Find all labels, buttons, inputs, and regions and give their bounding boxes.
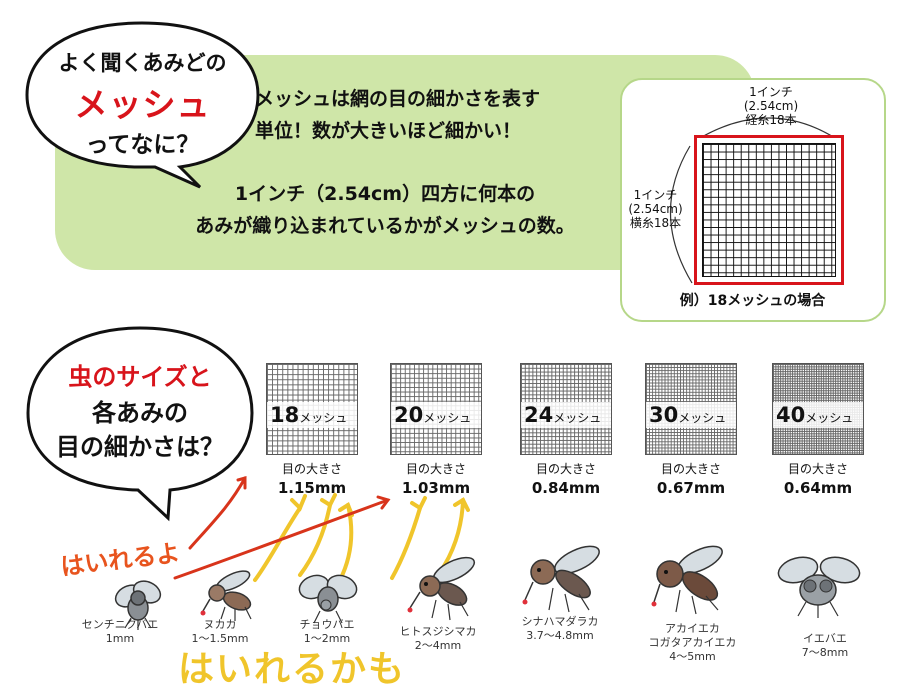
speech-bubble-middle — [26, 326, 254, 522]
example-brace-arcs — [669, 117, 836, 284]
bubble-mid-line2: 各あみの — [92, 399, 188, 427]
example-left-label: 1インチ (2.54cm) 横糸18本 — [628, 188, 683, 230]
bubble-top-title: メッシュ — [74, 85, 211, 124]
intro-text: メッシュは網の目の細かさを表す 単位！数が大きいほど細かい！ — [255, 83, 635, 147]
fly-icon — [114, 580, 162, 630]
example-caption: 例）18メッシュの場合 — [679, 293, 826, 309]
insect-label-shinahamadaraka: シナハマダラカ 3.7〜4.8mm — [521, 615, 599, 642]
mesh-sample-20: 20メッシュ — [390, 363, 482, 455]
biting-midge-icon — [200, 570, 252, 621]
example-top-label: 1インチ (2.54cm) 経糸18本 — [743, 85, 799, 127]
culex-mosquito-icon — [651, 545, 723, 615]
bubble-mid-line1: 虫のサイズと — [68, 363, 212, 391]
insect-label-iebae: イエバエ 7〜8mm — [801, 632, 849, 659]
bubble-top-line3: ってなに？ — [85, 132, 200, 158]
intro-line2: 単位！数が大きいほど細かい！ — [255, 120, 522, 142]
moth-fly-icon — [298, 574, 358, 624]
insect-label-senchinikubae: センチニクバエ 1mm — [81, 618, 159, 645]
mesh-18-size: 1.15mm — [277, 479, 347, 497]
mesh-20-caption: 目の大きさ — [405, 462, 466, 476]
bubble-mid-line3: 目の細かさは？ — [56, 433, 224, 461]
annotation-may-fit: はいれるかも — [178, 649, 407, 690]
mesh-24-size: 0.84mm — [531, 479, 601, 497]
insect-label-nukaka: ヌカカ 1〜1.5mm — [191, 618, 249, 645]
intro-line1: メッシュは網の目の細かさを表す — [255, 88, 541, 110]
desc-line2: あみが織り込まれているかがメッシュの数。 — [195, 215, 575, 237]
insect-label-akaieka: アカイエカ コガタアカイエカ 4〜5mm — [648, 622, 737, 663]
tiger-mosquito-icon — [407, 556, 476, 621]
mesh-24-caption: 目の大きさ — [535, 462, 596, 476]
mesh-30-caption: 目の大きさ — [660, 462, 721, 476]
speech-bubble-top — [25, 21, 260, 189]
mesh-sample-40: 40メッシュ — [772, 363, 864, 455]
mesh-sample-24: 24メッシュ — [520, 363, 612, 455]
bubble-top-line1: よく聞くあみどの — [58, 51, 227, 75]
mesh-20-size: 1.03mm — [401, 479, 471, 497]
desc-line1: 1インチ（2.54cm）四方に何本の — [234, 183, 536, 205]
insect-label-chobae: チョウバエ 1〜2mm — [299, 618, 355, 645]
mesh-sample-30: 30メッシュ — [645, 363, 737, 455]
housefly-icon — [777, 556, 861, 618]
description-text: 1インチ（2.54cm）四方に何本の あみが織り込まれているかがメッシュの数。 — [150, 178, 620, 242]
mesh-40-size: 0.64mm — [783, 479, 853, 497]
mesh-18-caption: 目の大きさ — [281, 462, 342, 476]
mesh-30-size: 0.67mm — [656, 479, 726, 497]
mesh-40-caption: 目の大きさ — [787, 462, 848, 476]
mesh-sample-18: 18メッシュ — [266, 363, 358, 455]
insect-label-hitosujishimaka: ヒトスジシマカ 2〜4mm — [399, 625, 477, 652]
anopheles-mosquito-icon — [522, 545, 600, 613]
example-mesh-grid — [694, 135, 844, 285]
